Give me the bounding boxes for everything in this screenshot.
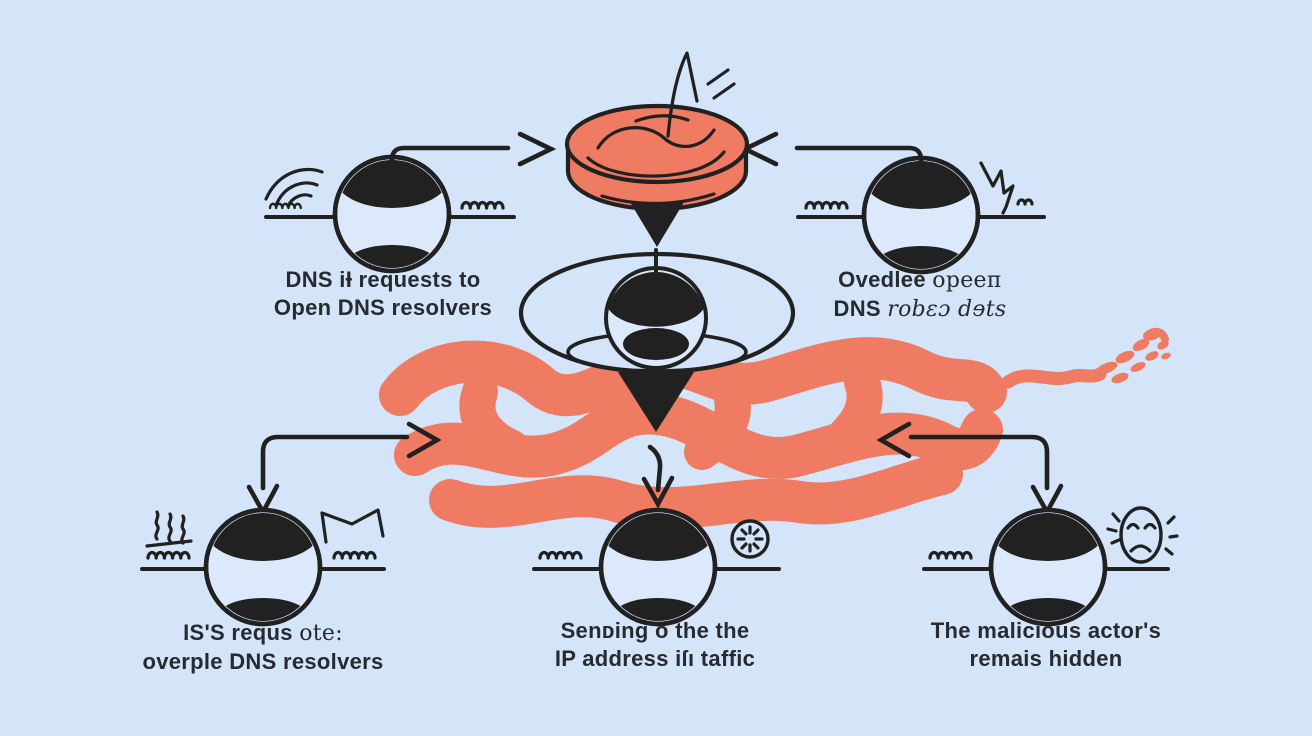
label-line: DNS robɛɔ dɘts (833, 296, 1007, 322)
resolver-node-bottom-right (922, 501, 1179, 632)
antenna-spark-icon (666, 51, 736, 138)
lightning-bolt-icon (979, 161, 1034, 215)
squiggle-icon (332, 550, 377, 560)
resolver-node-bottom-left (140, 501, 386, 632)
label-line: remais hidden (969, 646, 1123, 671)
label-top-left: DNS iƗ requests to Open DNS resolvers (243, 266, 523, 322)
label-line: DNS iƗ requests to (285, 267, 481, 292)
zigzag-flag-icon (320, 508, 385, 544)
resolver-node-top-right (796, 149, 1046, 280)
connector-arrow-center-down (641, 444, 675, 509)
coral-scribble-icon (1001, 327, 1171, 389)
coral-splash (379, 337, 1007, 530)
radio-waves-icon (264, 167, 324, 210)
resolver-node-bottom-center (532, 501, 781, 632)
label-line: The malicious actor's (930, 618, 1162, 643)
label-line: overple DNS resolvers (142, 649, 384, 674)
squiggle-icon (804, 200, 849, 210)
label-line: Ovedlee opeeп (838, 267, 1002, 293)
squiggle-icon (538, 550, 583, 560)
label-bottom-right: The malicious actor's remais hidden (896, 617, 1196, 673)
sad-face-icon (1106, 506, 1179, 564)
label-bottom-left: IS'S requs ote: overple DNS resolvers (113, 619, 413, 676)
steam-icon (145, 510, 193, 548)
label-top-right: Ovedlee opeeп DNS robɛɔ dɘts (780, 266, 1060, 324)
label-line: Open DNS resolvers (273, 295, 493, 320)
asterisk-burst-icon (730, 519, 770, 559)
attacker-disk (564, 51, 750, 247)
label-line: IS'S requs ote: (183, 620, 343, 646)
label-line: Senᴅing o the the (560, 618, 750, 643)
squiggle-icon (460, 200, 505, 210)
resolver-funnel (518, 248, 796, 432)
resolver-node-top-left (264, 148, 516, 279)
label-bottom-center: Senᴅing o the the IP address iſı taffic (505, 617, 805, 673)
squiggle-icon (928, 550, 973, 560)
label-line: IP address iſı taffic (554, 646, 756, 671)
connector-arrow-top-left (389, 131, 557, 176)
squiggle-icon (146, 550, 191, 560)
